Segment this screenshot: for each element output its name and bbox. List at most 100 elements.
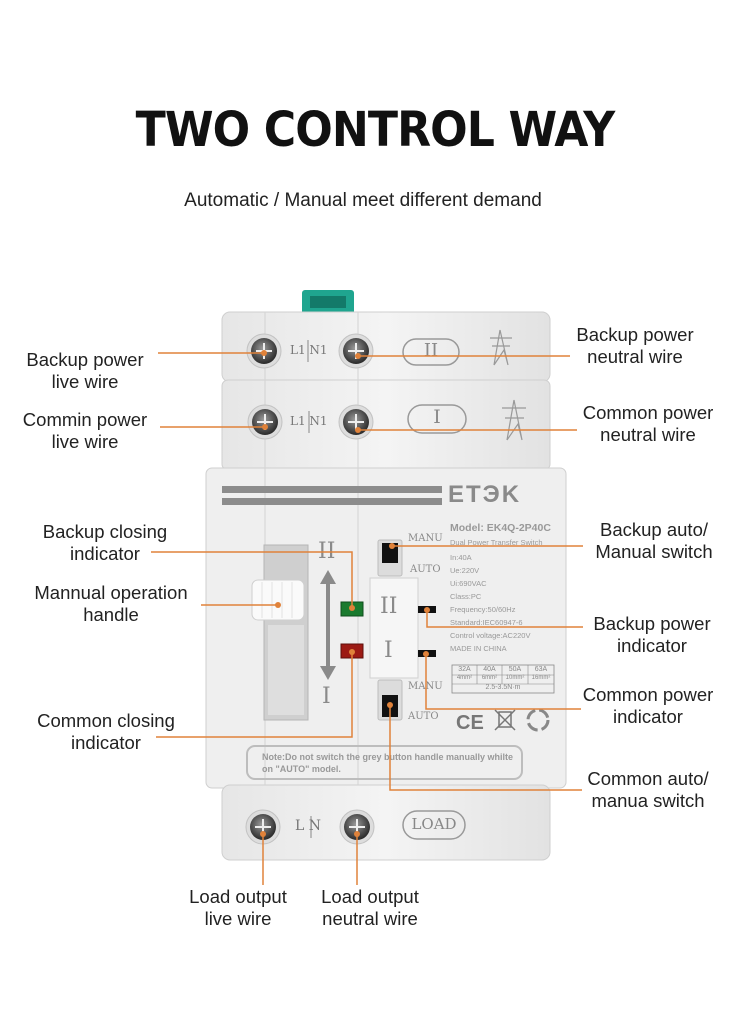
leader-backup-closing [151,551,353,608]
terminal-load-label: L N [295,818,321,834]
callout-line-2: live wire [204,908,272,929]
rating-cell: 63A [534,666,548,673]
note-text: Note:Do not switch the grey button handl… [262,752,514,774]
callout-line-2: manua switch [591,790,705,811]
screw-load-neutral-icon [339,809,375,845]
callout-line-1: Backup power [26,349,144,370]
screw-backup-neutral-icon [338,333,374,369]
spec-line: Frequency:50/60Hz [450,605,516,614]
model-label: Model: EK4Q-2P40C [450,522,551,534]
callout-line-1: Mannual operation [34,582,188,603]
callout-line-2: neutral wire [600,424,696,445]
wire-size-cell: 6mm² [481,675,498,681]
page-title: TWO CONTROL WAY [135,102,616,158]
callout-line-2: live wire [51,431,119,452]
torque-label: 2.5-3.5N·m [485,684,521,691]
callout-line-2: indicator [70,543,140,564]
callout-line-1: Commin power [22,409,148,430]
callout-common-neutral: Common power neutral wire [572,402,724,446]
spec-line: Ui:690VAC [450,579,487,588]
spec-line: Standard:IEC60947-6 [450,618,523,627]
leader-common-closing [156,652,353,738]
spec-line: In:40A [450,553,472,562]
auto-top-label: AUTO [410,564,441,575]
leader-backup-indicator [426,610,583,628]
terminal-common-label: L1 N1 [290,414,328,428]
wire-size-row: 4mm² 6mm² 10mm² 16mm² [452,675,554,681]
callout-backup-switch: Backup auto/ Manual switch [576,519,732,563]
callout-line-1: Backup closing [42,521,168,542]
auto-bottom-label: AUTO [408,711,439,722]
callout-line-1: Backup power [593,613,711,634]
callout-common-closing: Common closing indicator [26,710,186,754]
callout-line-1: Common power [582,402,714,423]
callout-line-1: Common closing [37,710,175,731]
badge-backup [402,338,460,366]
callout-line-2: indicator [71,732,141,753]
recycle-icon [526,708,550,732]
callout-load-neutral: Load output neutral wire [302,886,438,930]
brand-logo: ETЭK [448,481,522,508]
badge-common-label: I [433,406,441,428]
spec-line: Class:PC [450,592,482,601]
callout-backup-neutral: Backup power neutral wire [560,324,710,368]
callout-backup-live: Backup power live wire [10,349,160,393]
wire-size-cell: 16mm² [531,675,551,681]
spec-line: Control voltage:AC220V [450,631,531,640]
wire-size-cell: 4mm² [456,675,473,681]
callout-line-2: neutral wire [587,346,683,367]
badge-load-label: LOAD [411,815,457,833]
screw-common-live-icon [247,404,283,440]
callout-manual-handle: Mannual operation handle [22,582,200,626]
callout-line-1: Common power [582,684,714,705]
pylon-backup-icon [490,329,512,366]
switch-ii-label: II [380,594,398,619]
bottom-terminal-block [221,784,551,861]
leader-common-switch [389,705,582,791]
callout-line-1: Backup power [576,324,694,345]
callout-line-2: indicator [613,706,683,727]
spec-line: Ue:220V [450,566,480,575]
grey-stripe [222,486,442,493]
screw-load-live-icon [245,809,281,845]
arrow-up-icon [320,570,336,584]
callout-backup-indicator: Backup power indicator [576,613,728,657]
callout-line-2: handle [83,604,139,625]
pylon-common-icon [502,399,526,441]
specs-list: In:40A Ue:220V Ui:690VAC Class:PC Freque… [450,551,560,655]
callout-common-live: Commin power live wire [10,409,160,453]
rating-cell: 50A [508,666,522,673]
ce-mark-icon: CE [456,712,484,734]
manu-top-label: MANU [408,533,443,544]
position-i-label: I [322,684,331,709]
note-box [246,745,523,780]
callout-backup-closing: Backup closing indicator [30,521,180,565]
rating-cell: 40A [483,666,496,673]
rating-row: 32A 40A 50A 63A [452,666,554,673]
callout-line-2: indicator [617,635,687,656]
badge-common [407,404,467,434]
callout-load-live: Load output live wire [170,886,306,930]
callout-common-indicator: Common power indicator [572,684,724,728]
callout-line-1: Load output [321,886,419,907]
product-label: Dual Power Transfer Switch [450,538,543,547]
page-subtitle: Automatic / Manual meet different demand [184,190,542,211]
callout-line-2: Manual switch [595,541,713,562]
callout-line-2: live wire [51,371,119,392]
switch-i-label: I [384,638,393,663]
callout-common-switch: Common auto/ manua switch [572,768,724,812]
callout-line-1: Backup auto/ [600,519,708,540]
callout-line-1: Load output [189,886,287,907]
terminal-backup-label: L1 N1 [290,343,328,357]
spec-line: MADE IN CHINA [450,644,507,653]
weee-bin-icon [494,709,516,731]
callout-line-2: neutral wire [322,908,418,929]
callout-line-1: Common auto/ [587,768,709,789]
rating-cell: 32A [458,666,471,673]
manual-operation-handle [251,579,305,621]
badge-load [402,810,466,840]
arrow-down-icon [320,666,336,680]
wire-size-cell: 10mm² [505,675,525,681]
